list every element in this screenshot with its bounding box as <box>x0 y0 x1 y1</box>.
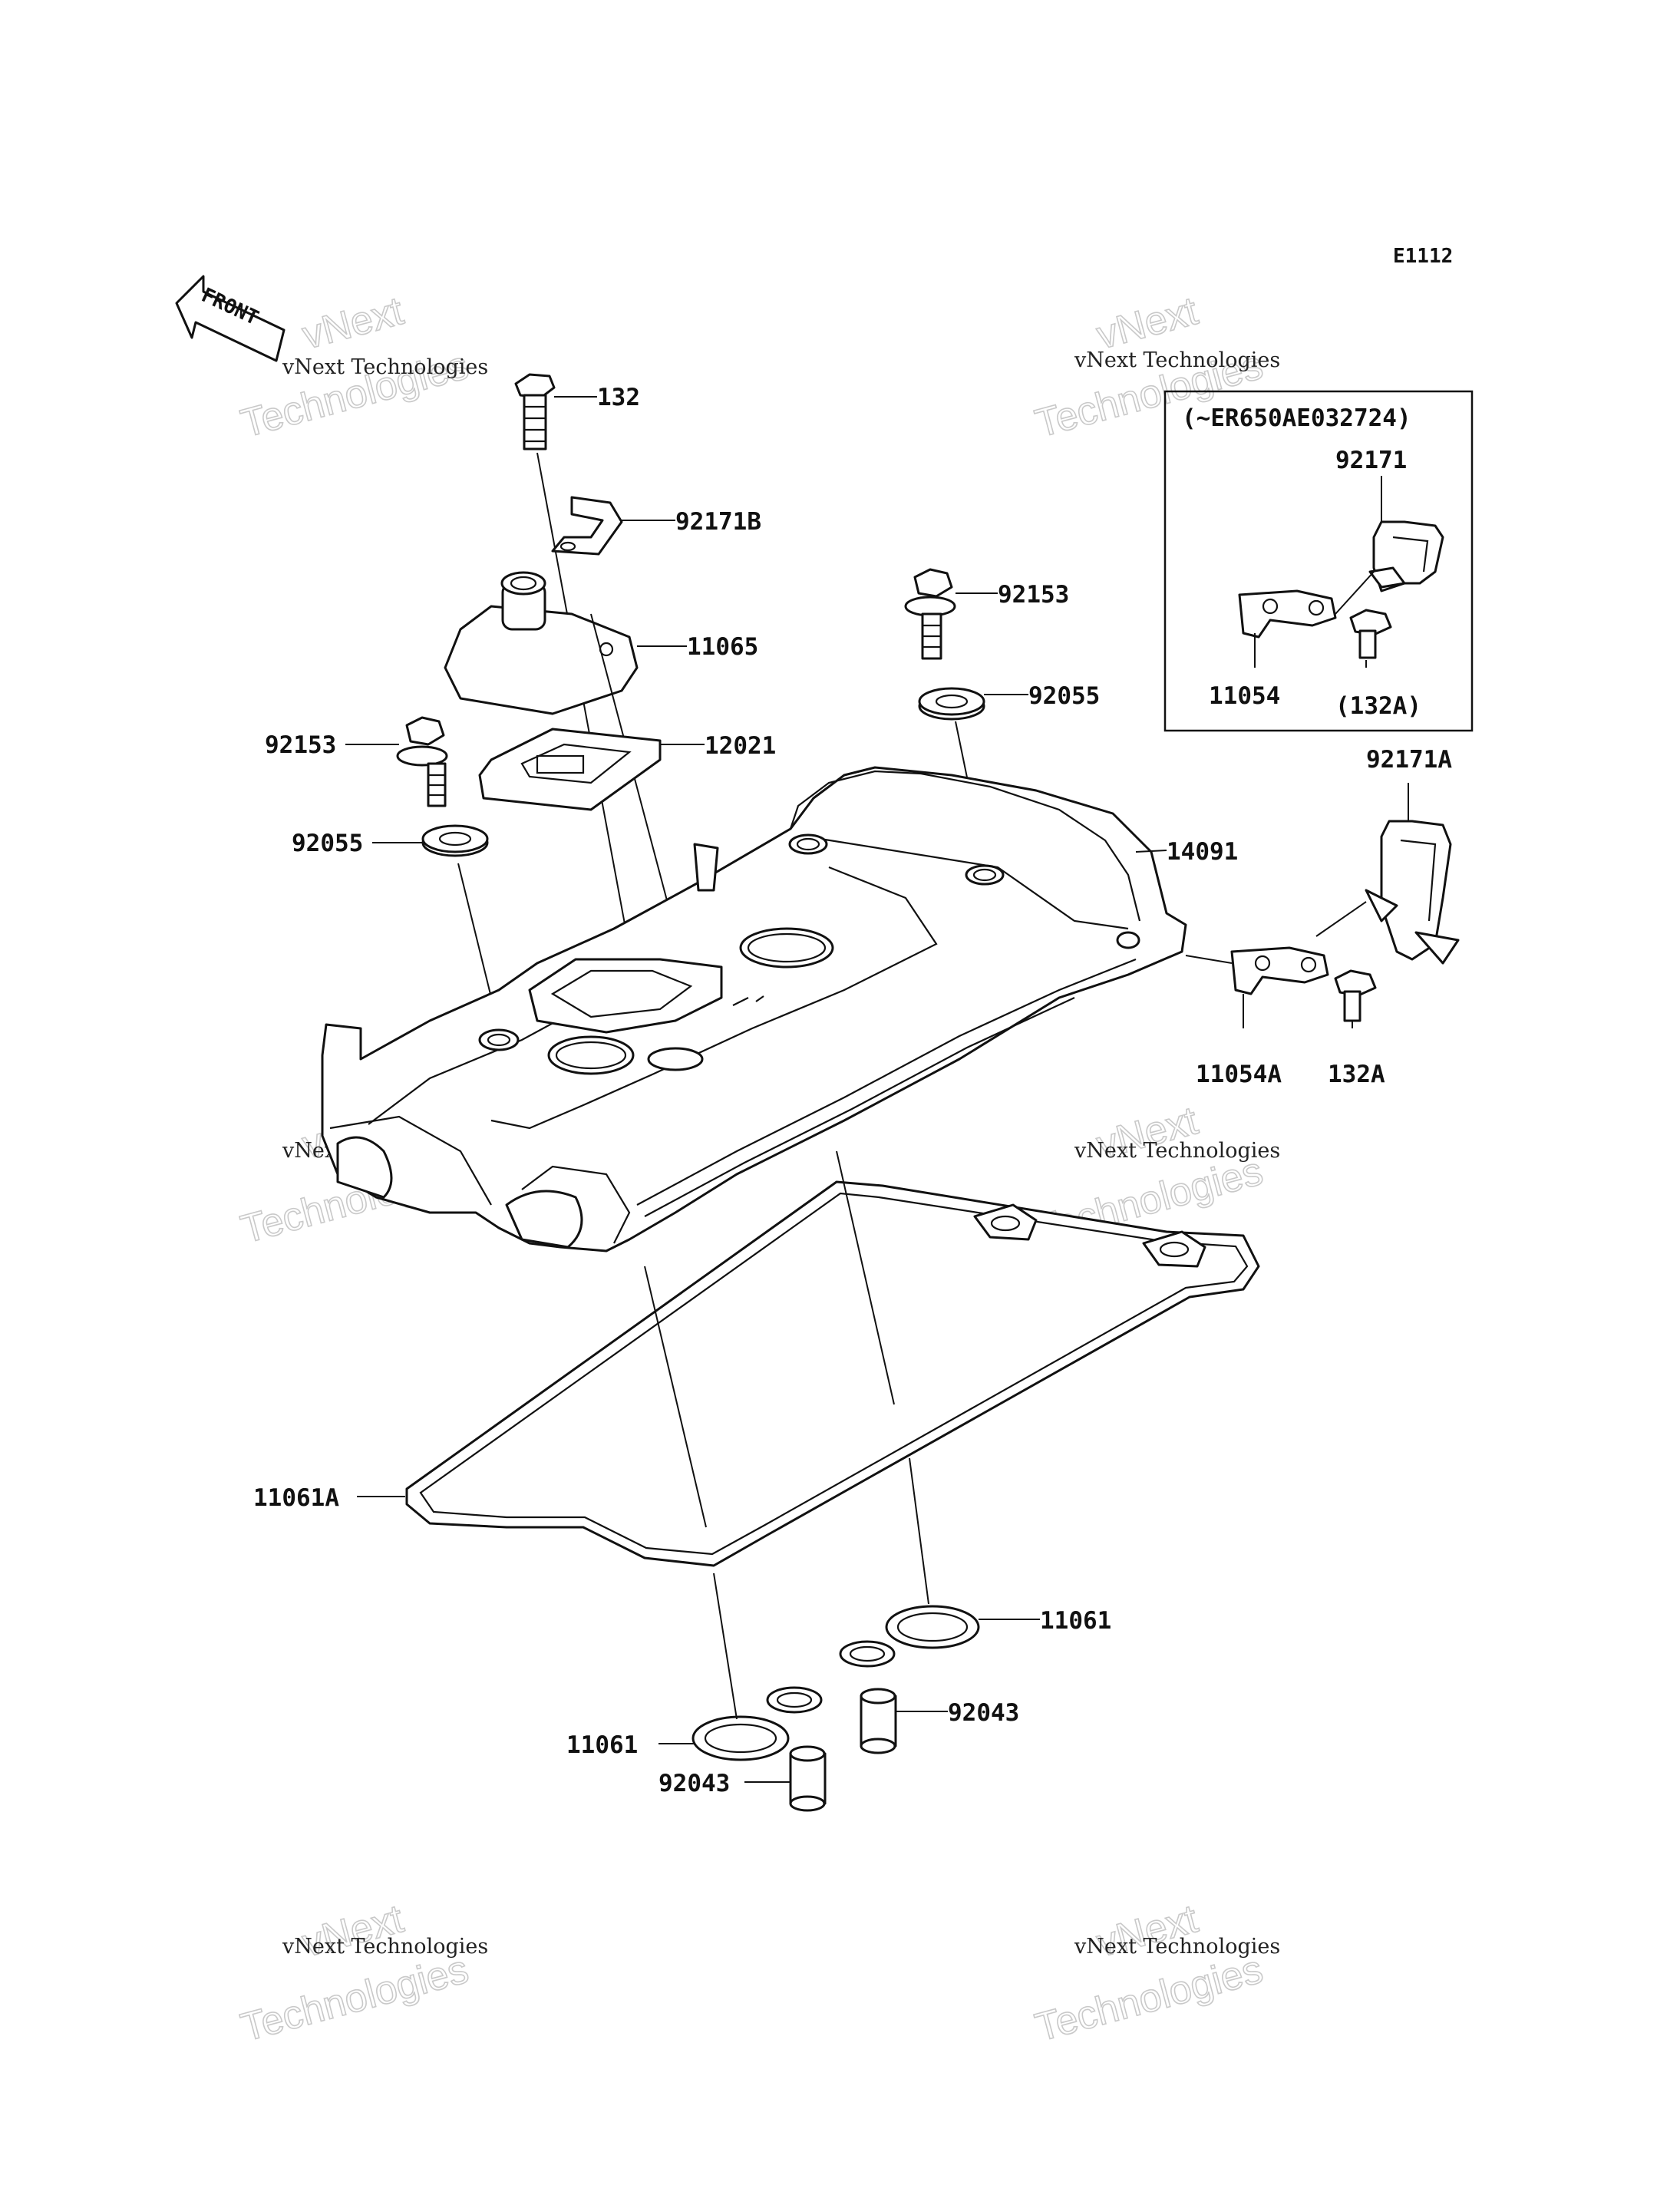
bolt-92153-left-icon <box>396 716 448 807</box>
gasket-12021-icon <box>478 728 662 811</box>
clamp-92171-icon <box>1368 520 1444 592</box>
bolt-132-icon <box>514 373 556 450</box>
callout-12021: 12021 <box>705 732 776 760</box>
callout-11065: 11065 <box>687 633 758 661</box>
washer-92055-left-icon <box>421 824 489 857</box>
clamp-92171B-icon <box>551 496 623 556</box>
bolt-132A-icon <box>1334 969 1377 1022</box>
svg-text:Technologies: Technologies <box>1031 1947 1267 2051</box>
breather-cover-11065-icon <box>444 571 639 715</box>
callout-14091: 14091 <box>1167 838 1238 866</box>
callout-132: 132 <box>597 384 640 411</box>
gasket-11061-right-icon <box>839 1605 980 1668</box>
svg-text:vNext: vNext <box>298 289 408 358</box>
bolt-92153-right-icon <box>904 568 956 660</box>
callout-92153-right: 92153 <box>998 581 1069 609</box>
inset-box <box>1163 390 1474 732</box>
callout-132A-paren: (132A) <box>1335 692 1421 720</box>
callout-92171B: 92171B <box>675 508 761 536</box>
callout-11061-left: 11061 <box>566 1731 638 1759</box>
diagram-code: E1112 <box>1393 245 1453 268</box>
gasket-11061-left-icon <box>691 1686 823 1761</box>
callout-92171: 92171 <box>1335 447 1407 474</box>
clamp-92171A-icon <box>1365 820 1460 965</box>
svg-text:Technologies: Technologies <box>236 1947 473 2051</box>
svg-text:vNext Technologies: vNext Technologies <box>1074 348 1280 372</box>
callout-132A: 132A <box>1328 1061 1385 1088</box>
callout-92043-left: 92043 <box>658 1770 730 1797</box>
svg-text:vNext: vNext <box>1092 289 1203 358</box>
svg-text:vNext Technologies: vNext Technologies <box>282 1935 488 1959</box>
svg-text:vNext Technologies: vNext Technologies <box>1074 1139 1280 1163</box>
cylinder-head-cover-14091-icon <box>321 766 1187 1252</box>
bracket-11054A-icon <box>1230 946 1329 995</box>
callout-11054: 11054 <box>1209 682 1280 710</box>
callout-11061A: 11061A <box>253 1484 339 1512</box>
dowel-92043-right-icon <box>860 1688 897 1754</box>
gasket-11061A-icon <box>405 1180 1260 1567</box>
callout-11054A: 11054A <box>1196 1061 1282 1088</box>
dowel-92043-left-icon <box>789 1745 827 1812</box>
inset-box-title: (~ER650AE032724) <box>1182 404 1411 432</box>
bracket-11054-icon <box>1238 589 1337 639</box>
callout-92043-right: 92043 <box>948 1699 1019 1727</box>
front-arrow-icon: FRONT <box>175 275 286 362</box>
callout-92055-left: 92055 <box>292 830 363 857</box>
callout-11061-right: 11061 <box>1040 1607 1111 1635</box>
callout-92171A: 92171A <box>1366 746 1452 774</box>
bolt-132A-inset-icon <box>1349 609 1392 659</box>
washer-92055-right-icon <box>918 687 985 721</box>
svg-text:vNext Technologies: vNext Technologies <box>1074 1935 1280 1959</box>
callout-92055-right: 92055 <box>1028 682 1100 710</box>
svg-text:vNext Technologies: vNext Technologies <box>282 355 488 379</box>
callout-92153-left: 92153 <box>265 731 336 759</box>
